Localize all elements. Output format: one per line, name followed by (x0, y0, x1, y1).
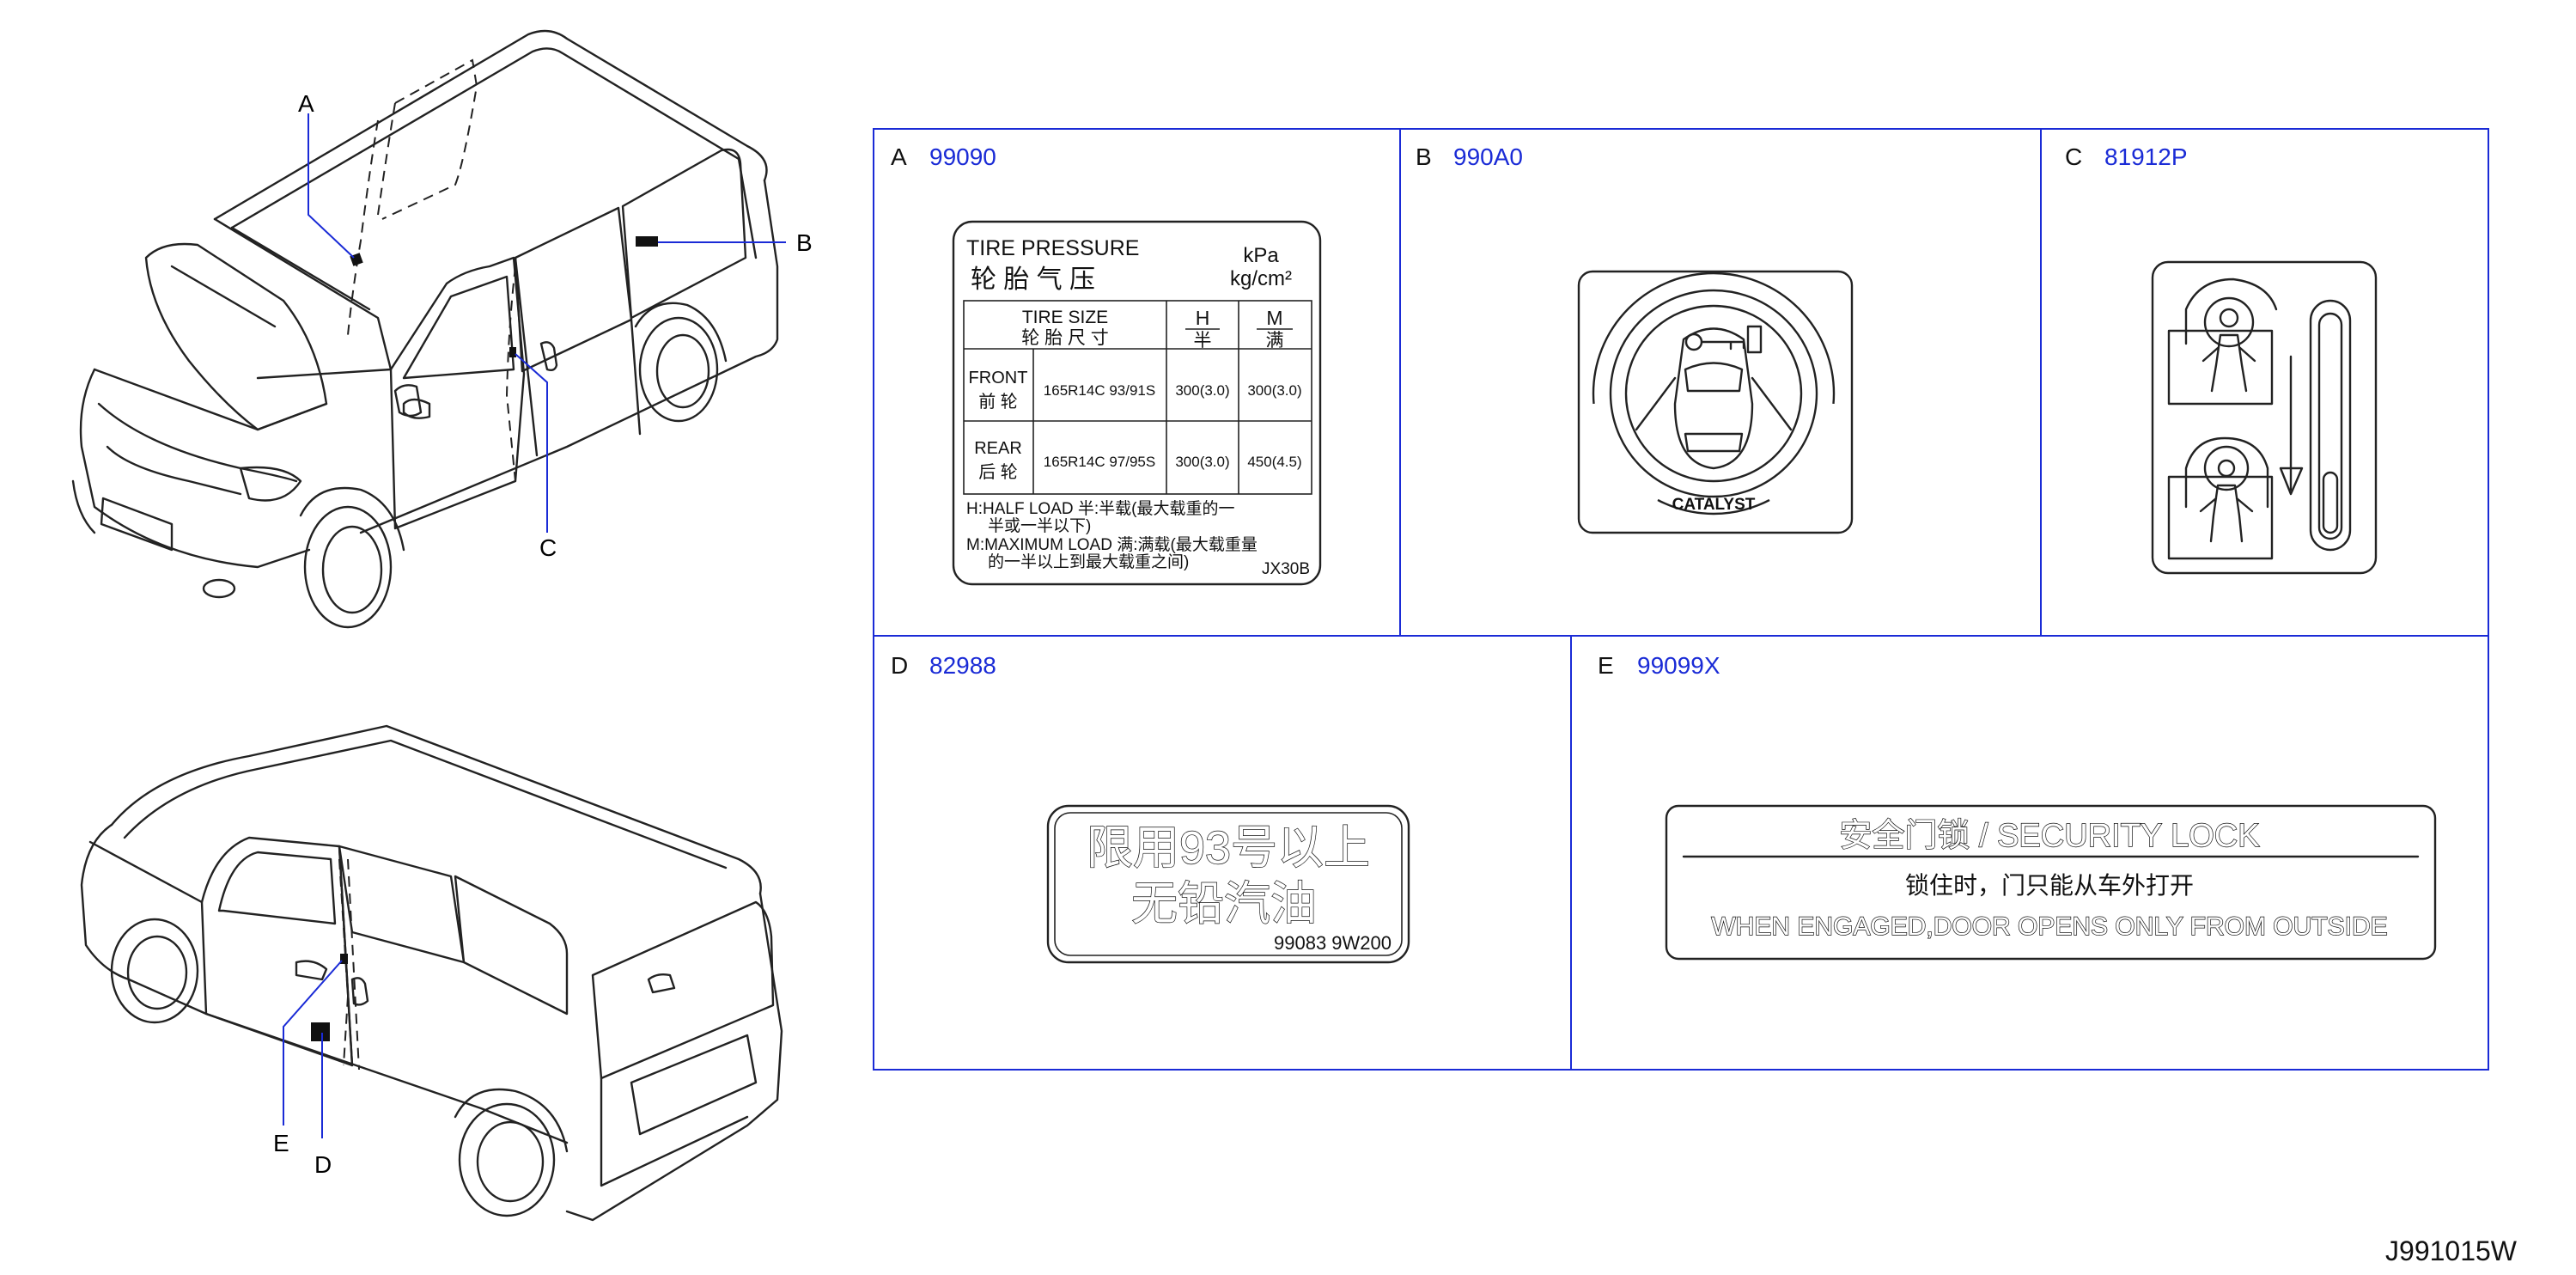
tire-rear-h: 300(3.0) (1175, 454, 1229, 470)
fuel-line-1: 限用93号以上 (1087, 822, 1370, 874)
panel-a-part: 99090 (929, 143, 996, 170)
tire-note-2: 半或一半以下) (988, 516, 1091, 535)
tire-note-3: M:MAXIMUM LOAD 满:满载(最大载重量 (966, 535, 1258, 554)
tire-front-m: 300(3.0) (1247, 382, 1301, 399)
tire-h-en: H (1196, 307, 1210, 329)
panel-c-part: 81912P (2104, 143, 2188, 170)
panel-e-part: 99099X (1637, 652, 1720, 679)
van-front-view: A B C (71, 29, 813, 629)
fuel-label: 限用93号以上 无铅汽油 99083 9W200 (1046, 804, 1410, 964)
tire-front-cn: 前 轮 (978, 392, 1018, 412)
panel-d-letter: D (891, 652, 908, 679)
callout-e: E (273, 1130, 289, 1156)
tire-note-1: H:HALF LOAD 半:半载(最大载重的一 (966, 499, 1234, 518)
tire-size-cn: 轮 胎 尺 寸 (1021, 328, 1109, 348)
tire-title-en: TIRE PRESSURE (966, 236, 1139, 260)
tire-title-cn: 轮 胎 气 压 (971, 265, 1095, 294)
panel-b-part: 990A0 (1453, 143, 1523, 170)
tire-rear-m: 450(4.5) (1247, 454, 1301, 470)
tire-code: JX30B (1262, 560, 1310, 578)
tire-rear-en: REAR (974, 439, 1022, 458)
tire-unit-kpa: kPa (1243, 244, 1279, 267)
child-lock-label (2151, 260, 2378, 575)
catalyst-label: CATALYST (1577, 270, 1854, 534)
van-rear-view: E D (80, 724, 783, 1222)
callout-b: B (796, 229, 813, 256)
callout-a: A (298, 90, 314, 117)
tire-front-en: FRONT (969, 369, 1028, 387)
fuel-code: 99083 9W200 (1274, 932, 1392, 954)
security-line-en: WHEN ENGAGED,DOOR OPENS ONLY FROM OUTSID… (1711, 912, 2387, 941)
tire-front-h: 300(3.0) (1175, 382, 1229, 399)
catalyst-text: CATALYST (1672, 496, 1756, 514)
security-line-cn: 锁住时，门只能从车外打开 (1905, 872, 2194, 899)
tire-pressure-label: TIRE PRESSURE 轮 胎 气 压 kPa kg/cm² TIRE SI… (952, 220, 1322, 586)
panel-c-letter: C (2065, 143, 2082, 170)
panel-b-letter: B (1416, 143, 1432, 170)
tire-h-cn: 半 (1194, 331, 1212, 351)
fuel-line-2: 无铅汽油 (1131, 878, 1317, 930)
callout-d: D (314, 1151, 332, 1178)
tire-m-en: M (1266, 307, 1282, 329)
tire-unit-kgcm: kg/cm² (1230, 267, 1292, 290)
tire-rear-cn: 后 轮 (978, 462, 1018, 482)
panel-frame (873, 128, 2489, 1071)
security-title: 安全门锁 / SECURITY LOCK (1839, 818, 2259, 854)
panel-a-letter: A (891, 143, 907, 170)
panel-d-part: 82988 (929, 652, 996, 679)
tire-rear-size: 165R14C 97/95S (1044, 454, 1155, 470)
tire-note-4: 的一半以上到最大载重之间) (988, 552, 1189, 571)
callout-c: C (539, 534, 557, 561)
tire-front-size: 165R14C 93/91S (1044, 382, 1155, 399)
panel-e-letter: E (1598, 652, 1614, 679)
drawing-code: J991015W (2385, 1235, 2518, 1266)
tire-m-cn: 满 (1266, 331, 1284, 351)
tire-size-en: TIRE SIZE (1022, 308, 1108, 327)
security-lock-label: 安全门锁 / SECURITY LOCK 锁住时，门只能从车外打开 WHEN E… (1665, 804, 2437, 961)
